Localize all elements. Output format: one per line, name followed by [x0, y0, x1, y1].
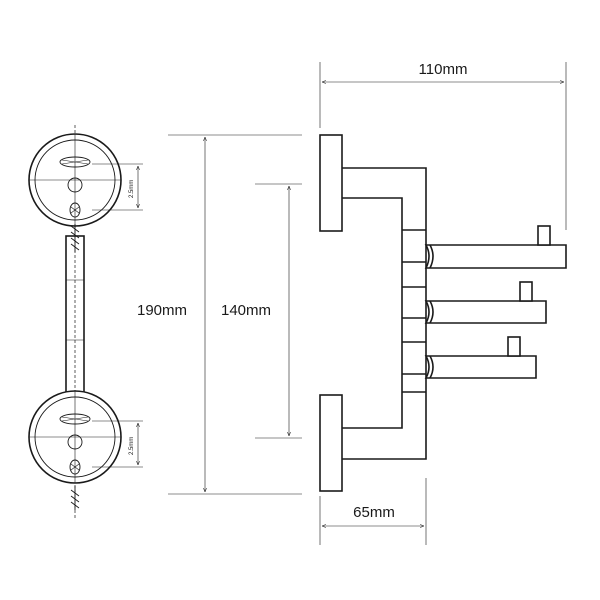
front-bottom-plate	[28, 390, 122, 484]
overall-height-label: 190mm	[137, 302, 187, 319]
swing-arm-1-peg	[537, 225, 551, 246]
swing-arm-1	[424, 225, 567, 269]
front-bottom-screw	[70, 486, 80, 510]
top-plate-hole-dimension: 2.5mm	[92, 163, 143, 211]
side-upper-arm	[342, 167, 427, 230]
dimension-65mm: 65mm	[319, 478, 427, 545]
overall-width-label: 110mm	[419, 61, 468, 78]
front-top-screw	[70, 224, 80, 252]
side-top-wall-plate	[319, 134, 343, 232]
dimension-110mm: 110mm	[319, 61, 567, 230]
top-hole-spacing-label: 2.5mm	[129, 180, 135, 198]
bottom-plate-hole-dimension: 2.5mm	[92, 420, 143, 468]
dimension-140mm: 140mm	[221, 183, 302, 439]
swing-arm-3	[424, 336, 537, 379]
swing-arm-2	[424, 281, 547, 324]
base-depth-label: 65mm	[353, 504, 395, 521]
side-pivot-column	[401, 229, 427, 393]
front-view: 2.5mm 2.5mm	[28, 125, 143, 520]
hook-span-label: 140mm	[221, 302, 271, 319]
dimension-190mm: 190mm	[137, 134, 302, 495]
swing-arm-2-peg	[519, 281, 533, 302]
bottom-hole-spacing-label: 2.5mm	[129, 437, 135, 455]
side-bottom-wall-plate	[319, 394, 343, 492]
front-top-plate	[28, 133, 122, 227]
swing-arm-3-peg	[507, 336, 521, 357]
side-lower-arm	[342, 392, 427, 460]
side-view	[319, 134, 567, 492]
